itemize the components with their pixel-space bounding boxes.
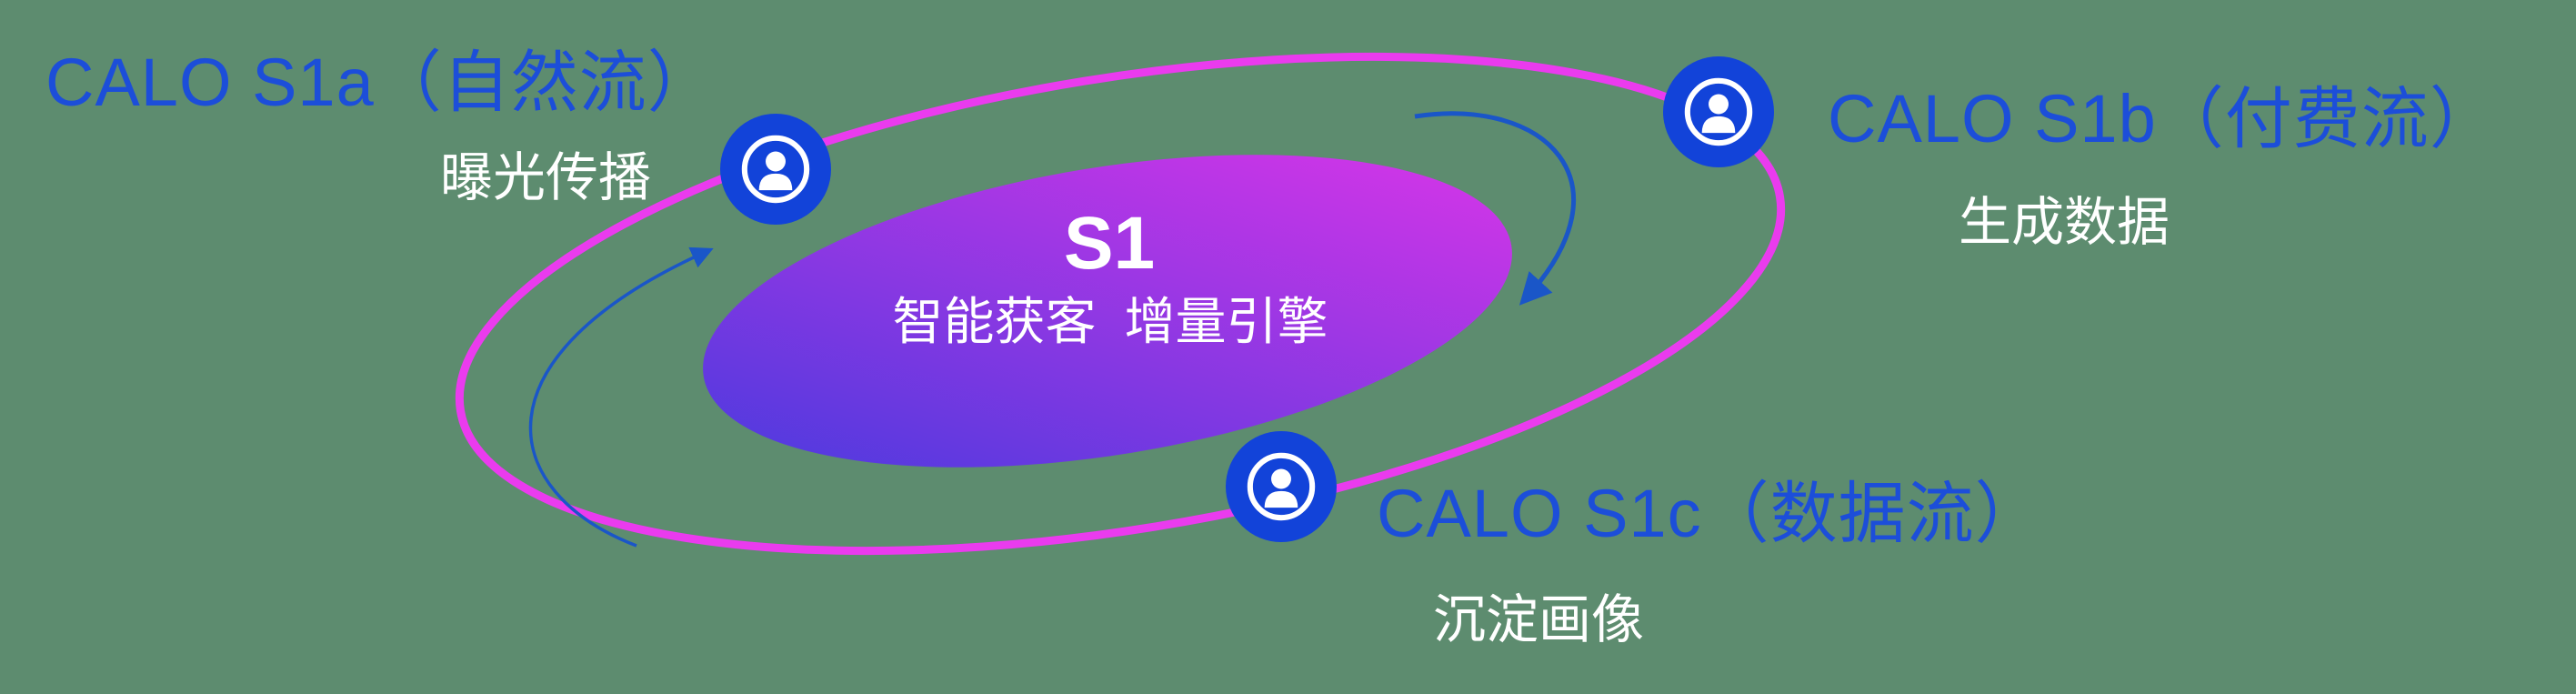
core-title: S1 [1063,202,1156,285]
node-s1a-label: CALO S1a（自然流） [45,45,716,120]
user-icon [1226,431,1337,542]
orbit-ring [455,52,1786,556]
node-s1c-sublabel: 沉淀画像 [1433,590,1645,649]
node-s1a-sublabel: 曝光传播 [440,148,652,207]
flow-arrow-left [528,246,714,548]
node-s1c-label: CALO S1c（数据流） [1377,476,2043,551]
flow-arrow-right [1414,111,1577,306]
user-icon [1663,56,1774,167]
core-subtitle: 智能获客 增量引擎 [892,293,1328,350]
user-icon [720,114,831,225]
node-s1b-sublabel: 生成数据 [1959,193,2170,252]
core-ellipse [703,155,1512,468]
node-s1b-label: CALO S1b（付费流） [1828,81,2498,156]
